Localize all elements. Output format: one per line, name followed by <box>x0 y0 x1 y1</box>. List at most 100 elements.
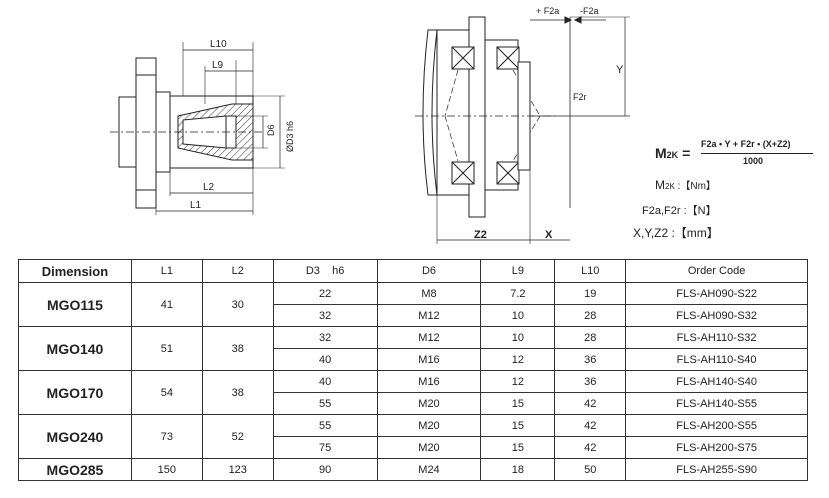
order-code-cell: FLS-AH140-S55 <box>625 392 808 415</box>
d6-cell: M24 <box>376 458 482 481</box>
table-row: 75 M20 15 42 FLS-AH200-S75 <box>19 436 808 459</box>
table-row: MGO140 51 38 32 M12 10 28 FLS-AH110-S32 <box>18 326 808 371</box>
header-l10: L10 <box>554 259 627 283</box>
label-y: Y <box>616 64 624 76</box>
d6-cell: M12 <box>376 326 482 349</box>
l10-cell: 42 <box>554 436 627 459</box>
table-row: MGO240 73 52 55 M20 15 42 FLS-AH200-S55 <box>18 414 808 459</box>
label-l10: L10 <box>210 39 227 50</box>
order-code-cell: FLS-AH090-S22 <box>625 282 808 305</box>
model-cell: MGO140 <box>18 326 132 371</box>
unit-forces: F2a,F2r :【N】 <box>642 205 717 217</box>
d3-cell: 55 <box>272 414 378 437</box>
l9-cell: 15 <box>480 436 556 459</box>
order-code-cell: FLS-AH200-S75 <box>625 436 808 459</box>
l9-cell: 12 <box>480 370 556 393</box>
l10-cell: 19 <box>554 282 627 305</box>
table-row: MGO285 150 123 90 M24 18 50 FLS-AH255-S9… <box>18 458 808 481</box>
d3-cell: 75 <box>272 436 378 459</box>
model-cell: MGO115 <box>18 282 132 327</box>
l10-cell: 28 <box>554 304 627 327</box>
l9-cell: 18 <box>480 458 556 481</box>
gearbox-drawing <box>415 16 630 244</box>
label-f2r: F2r <box>573 92 587 102</box>
l10-cell: 50 <box>554 458 627 481</box>
l2-cell: 52 <box>201 414 274 459</box>
formula-fraction-bar <box>701 153 813 154</box>
header-d3: D3 h6 <box>272 259 378 283</box>
l1-cell: 41 <box>130 282 203 327</box>
l2-cell: 38 <box>201 326 274 371</box>
order-code-cell: FLS-AH090-S32 <box>625 304 808 327</box>
order-code-cell: FLS-AH255-S90 <box>625 458 808 481</box>
label-f2a-plus: + F2a <box>536 6 559 16</box>
header-dimension: Dimension <box>18 259 132 283</box>
l9-cell: 12 <box>480 348 556 371</box>
label-l2: L2 <box>203 182 215 193</box>
d6-cell: M16 <box>376 348 482 371</box>
label-l1: L1 <box>190 200 202 211</box>
label-l9: L9 <box>212 60 224 71</box>
formula-lhs: M2K = <box>655 145 691 161</box>
l2-cell: 38 <box>201 370 274 415</box>
l10-cell: 36 <box>554 348 627 371</box>
l9-cell: 10 <box>480 326 556 349</box>
l1-cell: 150 <box>130 458 203 481</box>
model-cell: MGO170 <box>18 370 132 415</box>
table-row: 40 M16 12 36 FLS-AH110-S40 <box>19 348 808 371</box>
header-l1: L1 <box>130 259 203 283</box>
shaft-drawing <box>110 42 285 215</box>
d6-cell: M16 <box>376 370 482 393</box>
label-f2a-minus: -F2a <box>580 6 599 16</box>
l9-cell: 7.2 <box>480 282 556 305</box>
header-d6: D6 <box>376 259 482 283</box>
l10-cell: 42 <box>554 414 627 437</box>
table-row: 32 M12 10 28 FLS-AH090-S32 <box>19 304 808 327</box>
table-row: MGO170 54 38 40 M16 12 36 FLS-AH140-S40 <box>18 370 808 415</box>
order-code-cell: FLS-AH200-S55 <box>625 414 808 437</box>
l9-cell: 10 <box>480 304 556 327</box>
d3-cell: 55 <box>272 392 378 415</box>
l1-cell: 54 <box>130 370 203 415</box>
l10-cell: 42 <box>554 392 627 415</box>
technical-drawing: L10 L9 D6 ØD3 h6 L2 L1 <box>110 6 630 244</box>
order-code-cell: FLS-AH110-S40 <box>625 348 808 371</box>
header-order-code: Order Code <box>625 259 808 283</box>
d3-cell: 90 <box>272 458 378 481</box>
unit-lengths: X,Y,Z2 :【mm】 <box>633 226 719 240</box>
order-code-cell: FLS-AH140-S40 <box>625 370 808 393</box>
d3-cell: 32 <box>272 326 378 349</box>
d6-cell: M12 <box>376 304 482 327</box>
l2-cell: 123 <box>201 458 274 481</box>
header-l9: L9 <box>480 259 556 283</box>
formula-denominator: 1000 <box>743 156 764 166</box>
header-l2: L2 <box>201 259 274 283</box>
d6-cell: M20 <box>376 436 482 459</box>
l1-cell: 73 <box>130 414 203 459</box>
d6-cell: M20 <box>376 414 482 437</box>
moment-formula: M2K = F2a • Y + F2r • (X+Z2) 1000 M2K :【… <box>633 133 825 243</box>
table-row: MGO115 41 30 22 M8 7.2 19 FLS-AH090-S22 <box>18 282 808 327</box>
label-x: X <box>545 229 553 241</box>
l10-cell: 28 <box>554 326 627 349</box>
d3-cell: 32 <box>272 304 378 327</box>
d3-cell: 22 <box>272 282 378 305</box>
formula-numerator: F2a • Y + F2r • (X+Z2) <box>701 139 791 149</box>
d3-cell: 40 <box>272 348 378 371</box>
l1-cell: 51 <box>130 326 203 371</box>
dimension-table: Dimension L1 L2 D3 h6 D6 L9 L10 Order Co… <box>18 259 808 481</box>
d6-cell: M8 <box>376 282 482 305</box>
l9-cell: 15 <box>480 414 556 437</box>
model-cell: MGO285 <box>18 458 132 481</box>
label-d3: ØD3 h6 <box>285 121 295 152</box>
d3-cell: 40 <box>272 370 378 393</box>
l9-cell: 15 <box>480 392 556 415</box>
l10-cell: 36 <box>554 370 627 393</box>
unit-m2k: M2K :【Nm】 <box>655 178 716 192</box>
model-cell: MGO240 <box>18 414 132 459</box>
order-code-cell: FLS-AH110-S32 <box>625 326 808 349</box>
label-d6: D6 <box>266 124 276 136</box>
l2-cell: 30 <box>201 282 274 327</box>
d6-cell: M20 <box>376 392 482 415</box>
table-header-row: Dimension L1 L2 D3 h6 D6 L9 L10 Order Co… <box>18 259 808 283</box>
